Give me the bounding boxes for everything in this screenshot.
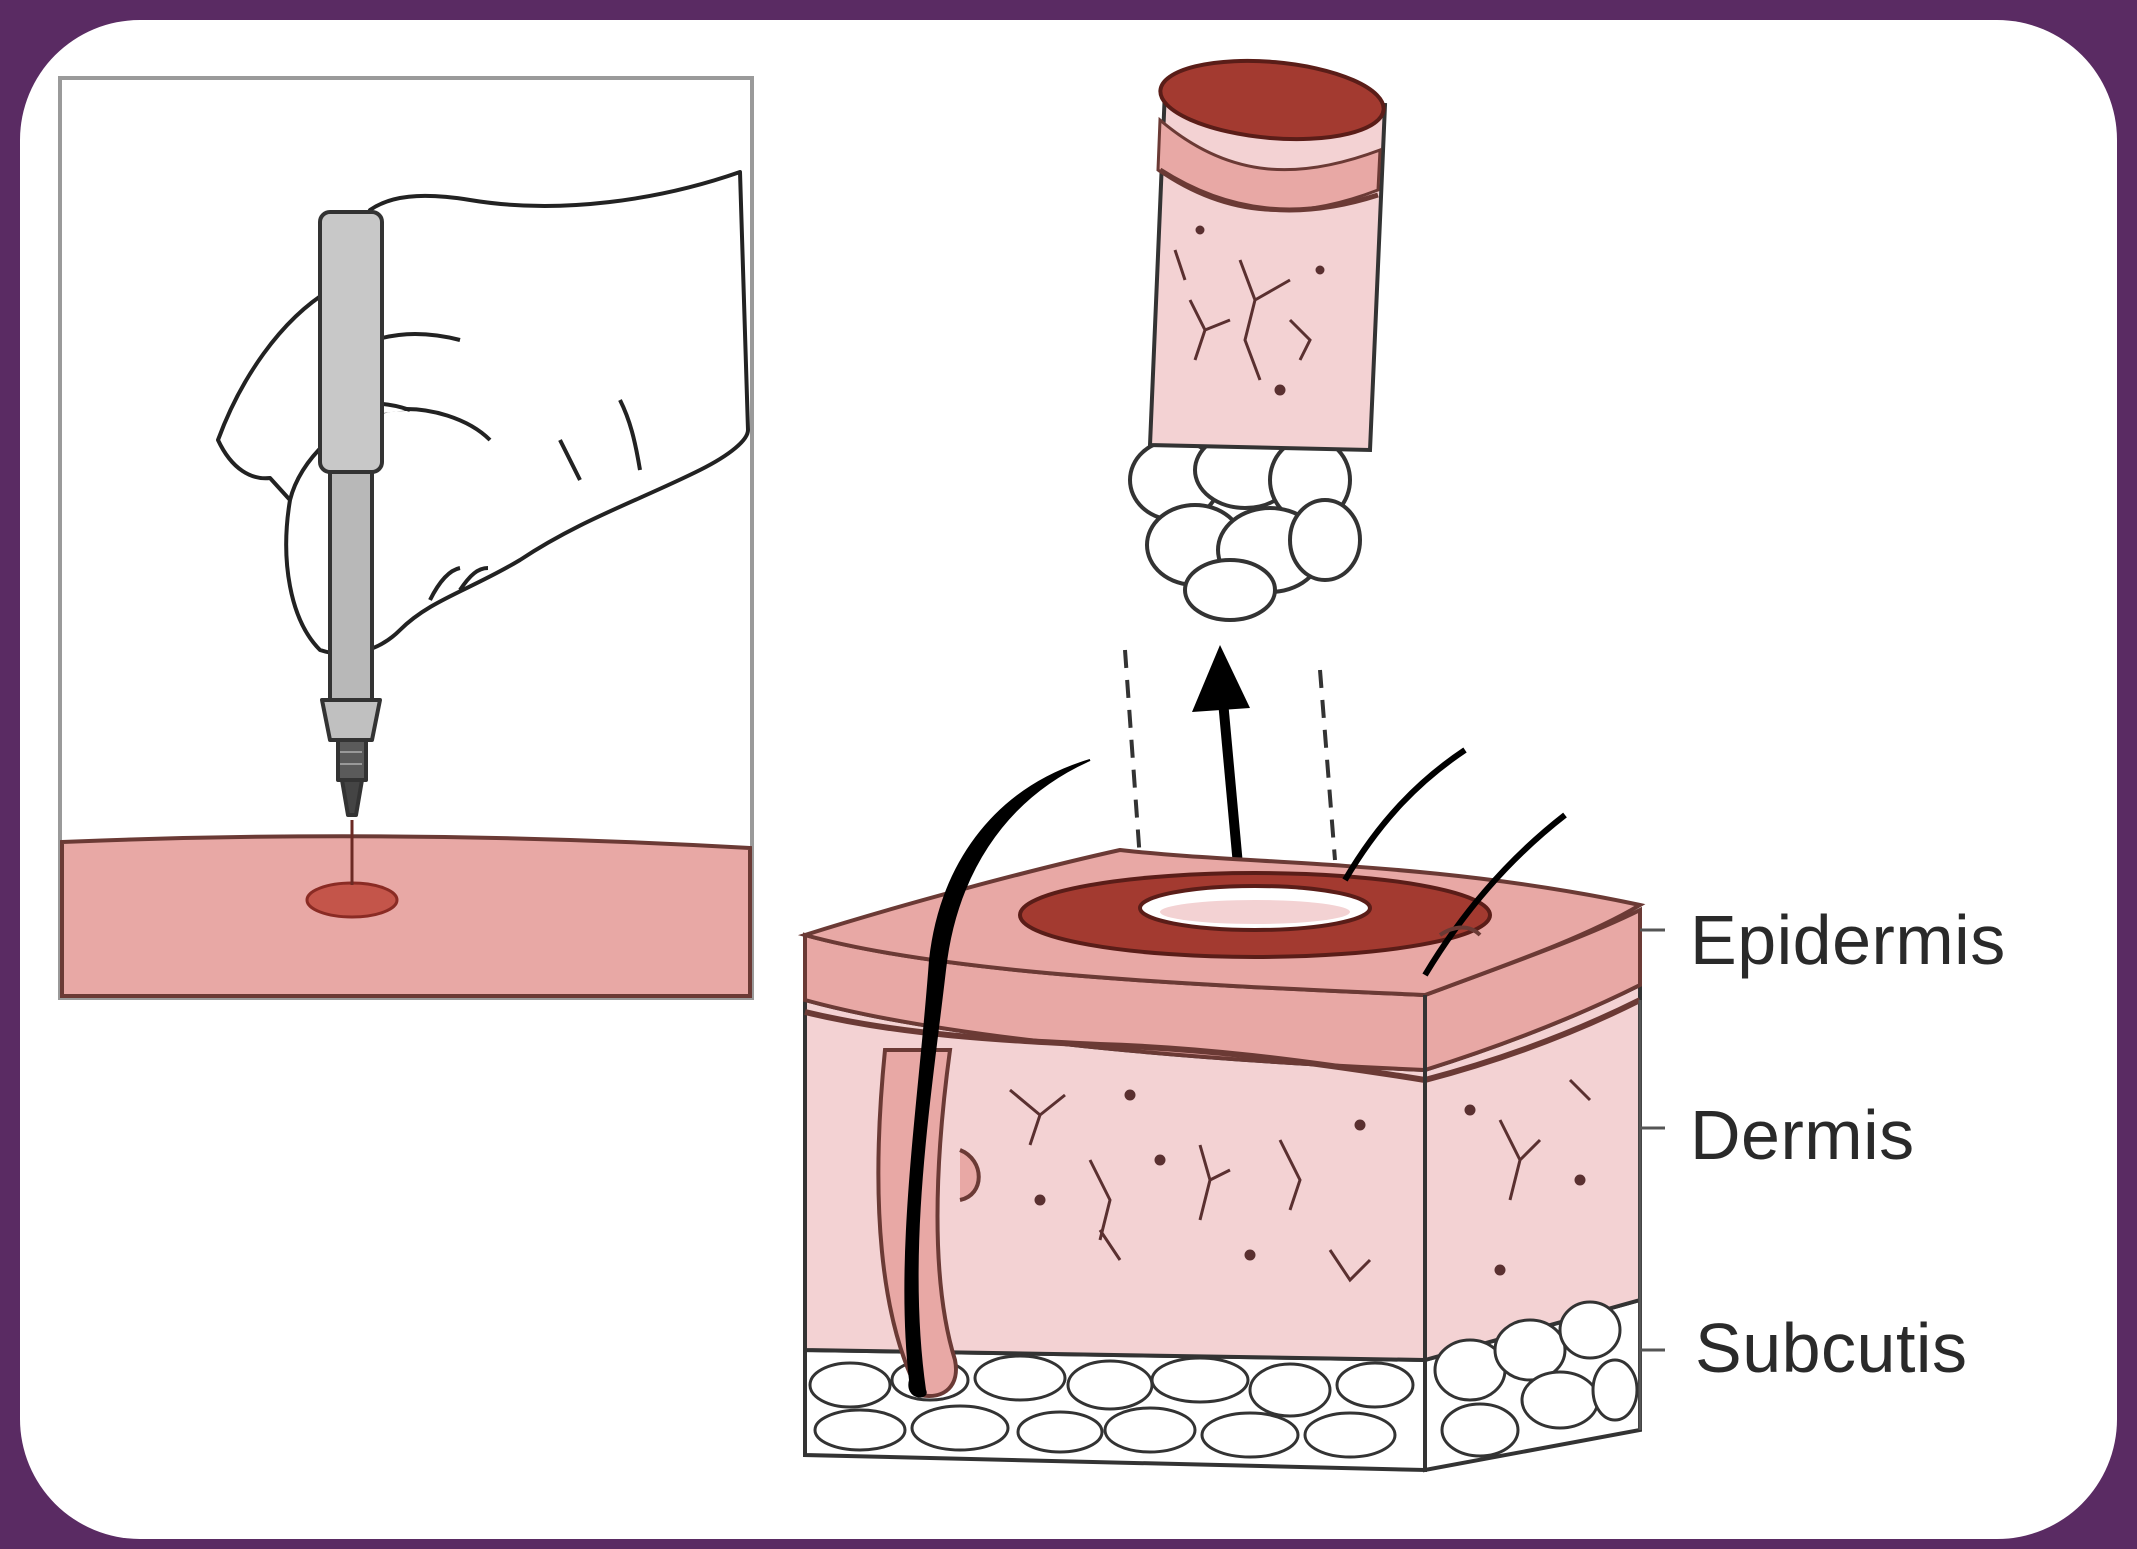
core-fat-lobules xyxy=(1130,432,1360,620)
inset-skin-surface xyxy=(62,836,750,996)
layer-brackets xyxy=(1640,930,1665,1430)
inset-panel xyxy=(60,78,752,998)
inset-wound xyxy=(307,883,397,917)
extracted-core xyxy=(1130,52,1387,620)
label-epidermis: Epidermis xyxy=(1690,900,2006,980)
skin-block xyxy=(805,750,1665,1470)
label-subcutis: Subcutis xyxy=(1695,1308,1967,1388)
punch-tool-icon xyxy=(320,212,382,815)
label-dermis: Dermis xyxy=(1690,1095,1915,1175)
